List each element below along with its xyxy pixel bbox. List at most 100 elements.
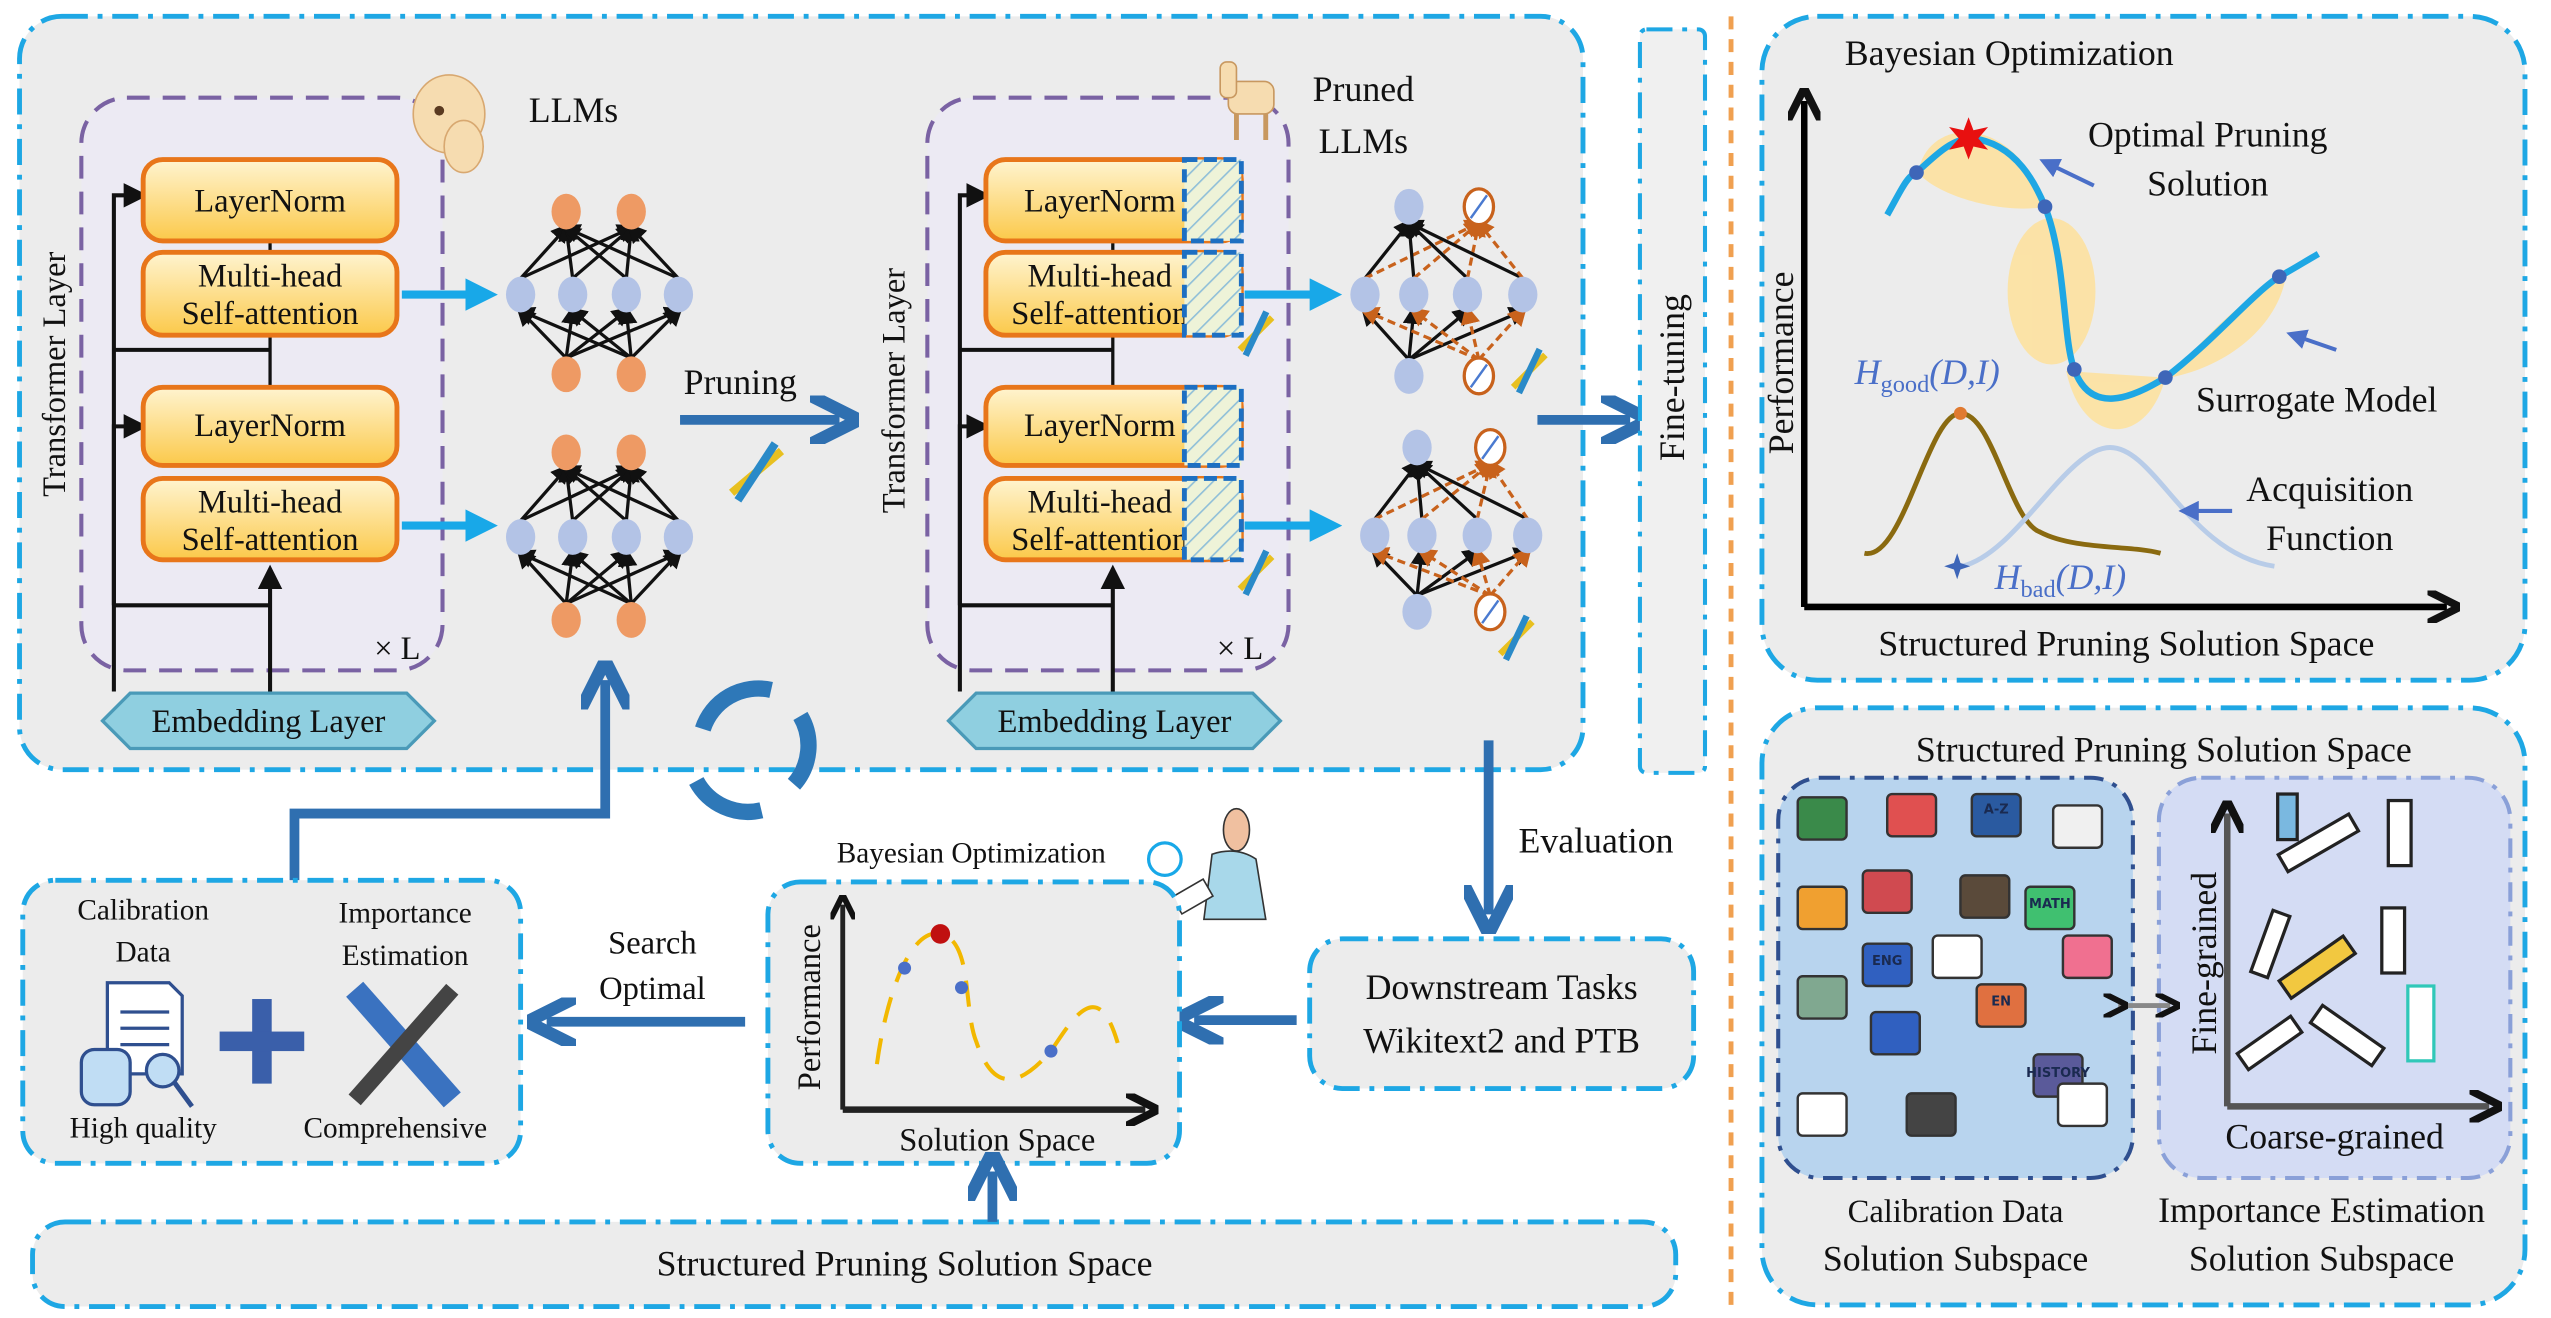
multihead-attention-block xyxy=(140,249,400,338)
llms-label: LLMs xyxy=(529,90,618,130)
embedding-label: Embedding Layer xyxy=(152,704,386,740)
embedding-layer xyxy=(100,691,437,751)
sparkle-icon xyxy=(1944,553,1971,580)
pruned-connection xyxy=(1477,306,1528,361)
optimal-solution-label: Optimal Pruning xyxy=(2088,115,2328,155)
neuron xyxy=(616,602,646,638)
pruned-connection xyxy=(1374,460,1497,521)
neuron xyxy=(1350,276,1380,313)
calibration-subspace-caption: Solution Subspace xyxy=(1823,1239,2088,1279)
search-label: Search xyxy=(608,925,696,961)
book-icon xyxy=(2051,804,2104,849)
comprehensive-label: Comprehensive xyxy=(303,1112,487,1144)
connection xyxy=(567,549,633,605)
neuron xyxy=(1407,517,1437,554)
mha-label: Multi-head xyxy=(1028,485,1172,521)
book-icon xyxy=(2024,885,2076,931)
alpaca-icon xyxy=(412,74,486,174)
layernorm-block xyxy=(140,157,400,244)
layernorm-label: LayerNorm xyxy=(194,408,346,444)
plus-icon xyxy=(219,999,305,1084)
pruned-network xyxy=(1350,187,1538,396)
book-icon xyxy=(1796,885,1848,931)
optimal-solution-label: Solution xyxy=(2147,163,2268,203)
neuron xyxy=(505,519,536,555)
neuron xyxy=(1508,276,1538,313)
neuron xyxy=(505,276,536,313)
pruned-connection xyxy=(1358,306,1480,362)
connection xyxy=(1411,460,1529,521)
book-label: MATH xyxy=(2029,897,2071,912)
objective-curve xyxy=(874,931,1120,1082)
downstream-label: Downstream Tasks xyxy=(1366,967,1638,1007)
surrogate-model-label: Surrogate Model xyxy=(2196,380,2438,420)
analyst-person-icon xyxy=(1146,807,1267,921)
connection xyxy=(565,549,685,606)
neuron xyxy=(1394,358,1424,394)
downstream-datasets: Wikitext2 and PTB xyxy=(1363,1021,1640,1061)
pruned-connection xyxy=(1471,545,1492,597)
pruned-connection xyxy=(1489,546,1532,597)
residual-connection xyxy=(111,414,149,606)
connection xyxy=(514,306,632,360)
neuron xyxy=(551,602,581,638)
connection xyxy=(1407,306,1473,361)
connection xyxy=(1416,547,1483,597)
neuron xyxy=(611,276,642,313)
neural-networks xyxy=(505,187,1543,638)
book-label: A-Z xyxy=(1984,803,2009,818)
pruned-connection xyxy=(1368,547,1491,598)
connection xyxy=(626,463,680,522)
book-icon xyxy=(2056,1082,2109,1128)
book-icon xyxy=(1869,1010,1921,1056)
neuron xyxy=(551,434,581,471)
transformer-layer-label: Transformer Layer xyxy=(37,251,73,496)
repeat-label: × L xyxy=(374,631,420,667)
fine-grained-label: Fine-grained xyxy=(2184,872,2224,1055)
network xyxy=(505,193,694,393)
bo-panel-xlabel: Structured Pruning Solution Space xyxy=(1878,624,2374,664)
book-icon xyxy=(1861,942,1913,988)
pruned-connection xyxy=(1408,306,1480,361)
mha-label: Self-attention xyxy=(1011,296,1188,332)
pruned-connection xyxy=(1420,459,1496,521)
calibration-label: Calibration xyxy=(77,894,209,926)
acquisition-label: Acquisition xyxy=(2246,469,2413,509)
neuron xyxy=(616,434,646,471)
neuron xyxy=(663,519,694,555)
bo-panel-ylabel: Performance xyxy=(1761,272,1801,455)
pruned-region xyxy=(1181,475,1244,563)
pruned-connection xyxy=(1460,304,1481,361)
optimal-label: Optimal xyxy=(599,971,706,1007)
mha-label: Multi-head xyxy=(198,258,342,294)
neuron xyxy=(558,519,588,555)
fine-tuning-label: Fine-tuning xyxy=(1652,294,1692,461)
scissors-icon xyxy=(1237,310,1548,662)
original-transformer-block: Transformer Layer LayerNorm Multi-head S… xyxy=(37,74,618,751)
bo-small-ylabel: Performance xyxy=(792,924,828,1090)
pruned-region xyxy=(1181,249,1244,338)
bo-panel-title: Bayesian Optimization xyxy=(1845,33,2174,73)
book-icon xyxy=(1975,983,2027,1028)
importance-subspace-caption: Importance Estimation xyxy=(2158,1190,2485,1230)
mha-label: Multi-head xyxy=(1028,258,1172,294)
sample-point xyxy=(1044,1044,1058,1058)
pruned-llms-label: LLMs xyxy=(1319,121,1408,161)
mha-label: Self-attention xyxy=(182,522,359,558)
optimal-star-icon xyxy=(1949,117,1989,160)
book-icon xyxy=(1931,934,1983,980)
ruler-icons xyxy=(2235,792,2436,1072)
uncertainty-band xyxy=(1918,132,2286,430)
pruned-connection xyxy=(1364,219,1485,280)
layernorm-label: LayerNorm xyxy=(194,184,346,220)
acquisition-label: Function xyxy=(2266,518,2393,558)
fine-tuning-box xyxy=(1637,27,1708,775)
connection xyxy=(1416,547,1534,598)
neuron xyxy=(1399,276,1429,313)
connection xyxy=(565,306,685,360)
neuron xyxy=(1360,517,1390,554)
pruned-mark xyxy=(1469,363,1488,389)
book-label: EN xyxy=(1991,995,2011,1010)
network xyxy=(505,434,694,638)
